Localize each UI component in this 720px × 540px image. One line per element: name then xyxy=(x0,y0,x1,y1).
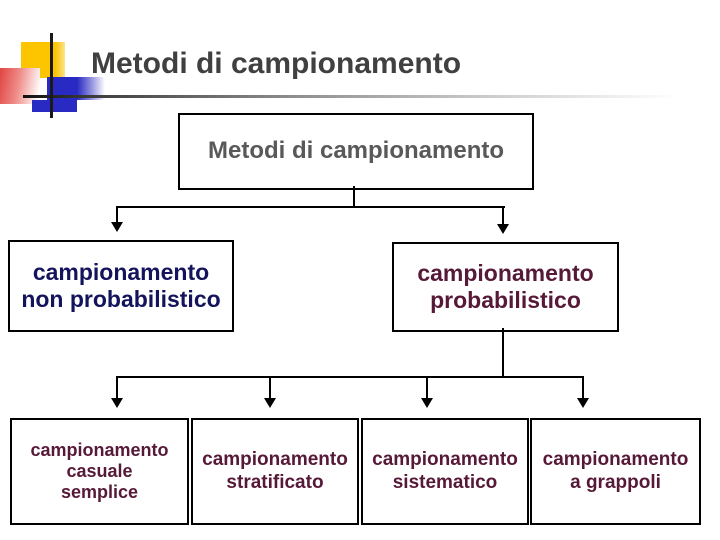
connector-arrowhead xyxy=(111,222,123,232)
diagram-root-box: Metodi di campionamento xyxy=(178,113,534,190)
connector-line xyxy=(582,376,584,399)
connector-arrowhead xyxy=(421,398,433,408)
connector-line xyxy=(116,206,505,208)
logo-blue-gradient xyxy=(77,77,105,100)
logo-vertical-line xyxy=(50,33,53,118)
connector-line xyxy=(116,376,584,378)
connector-line xyxy=(353,186,355,208)
connector-arrowhead xyxy=(264,398,276,408)
connector-line xyxy=(426,376,428,399)
logo-red-square xyxy=(0,68,40,104)
connector-line xyxy=(269,376,271,399)
connector-arrowhead xyxy=(577,398,589,408)
connector-line xyxy=(116,376,118,399)
box-campionamento-casuale-semplice: campionamento casuale semplice xyxy=(10,418,189,525)
header-divider-rule xyxy=(23,95,705,98)
connector-arrowhead xyxy=(497,224,509,234)
logo-blue-lower xyxy=(32,100,77,112)
box-campionamento-a-grappoli: campionamento a grappoli xyxy=(530,418,701,525)
connector-line xyxy=(502,206,504,225)
slide-title: Metodi di campionamento xyxy=(91,47,462,80)
box-campionamento-probabilistico: campionamento probabilistico xyxy=(392,242,619,332)
box-campionamento-non-probabilistico: campionamento non probabilistico xyxy=(8,240,234,332)
connector-line xyxy=(502,328,504,378)
connector-arrowhead xyxy=(111,398,123,408)
box-campionamento-stratificato: campionamento stratificato xyxy=(191,418,359,525)
box-campionamento-sistematico: campionamento sistematico xyxy=(361,418,529,525)
connector-line xyxy=(116,206,118,223)
